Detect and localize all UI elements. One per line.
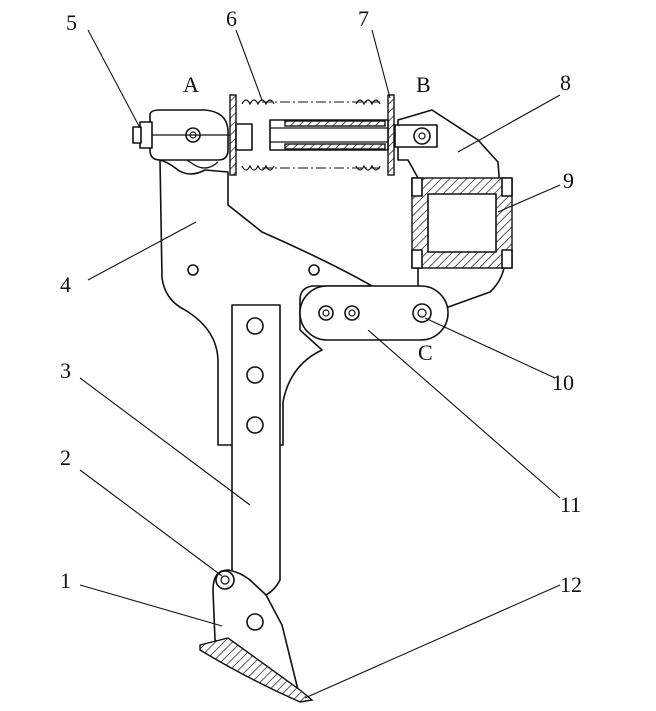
- label-part-10: 10: [552, 370, 574, 395]
- label-part-4: 4: [60, 272, 71, 297]
- label-point-c: C: [418, 340, 433, 365]
- label-part-2: 2: [60, 445, 71, 470]
- adjusting-bolt: [132, 121, 236, 149]
- label-part-12: 12: [560, 572, 582, 597]
- frame-plate: [159, 155, 373, 446]
- shank: [231, 304, 281, 596]
- label-point-b: B: [416, 72, 431, 97]
- label-part-3: 3: [60, 358, 71, 383]
- label-part-7: 7: [358, 6, 369, 31]
- label-part-5: 5: [66, 10, 77, 35]
- label-part-8: 8: [560, 70, 571, 95]
- spring-assembly: [229, 94, 395, 176]
- label-part-9: 9: [563, 168, 574, 193]
- label-point-a: A: [183, 72, 199, 97]
- label-part-6: 6: [226, 6, 237, 31]
- label-part-1: 1: [60, 568, 71, 593]
- link-plate: [299, 285, 449, 341]
- label-part-11: 11: [560, 492, 581, 517]
- share-assembly: [199, 569, 314, 703]
- leader-lines: [79, 29, 561, 699]
- square-beam: [411, 177, 513, 269]
